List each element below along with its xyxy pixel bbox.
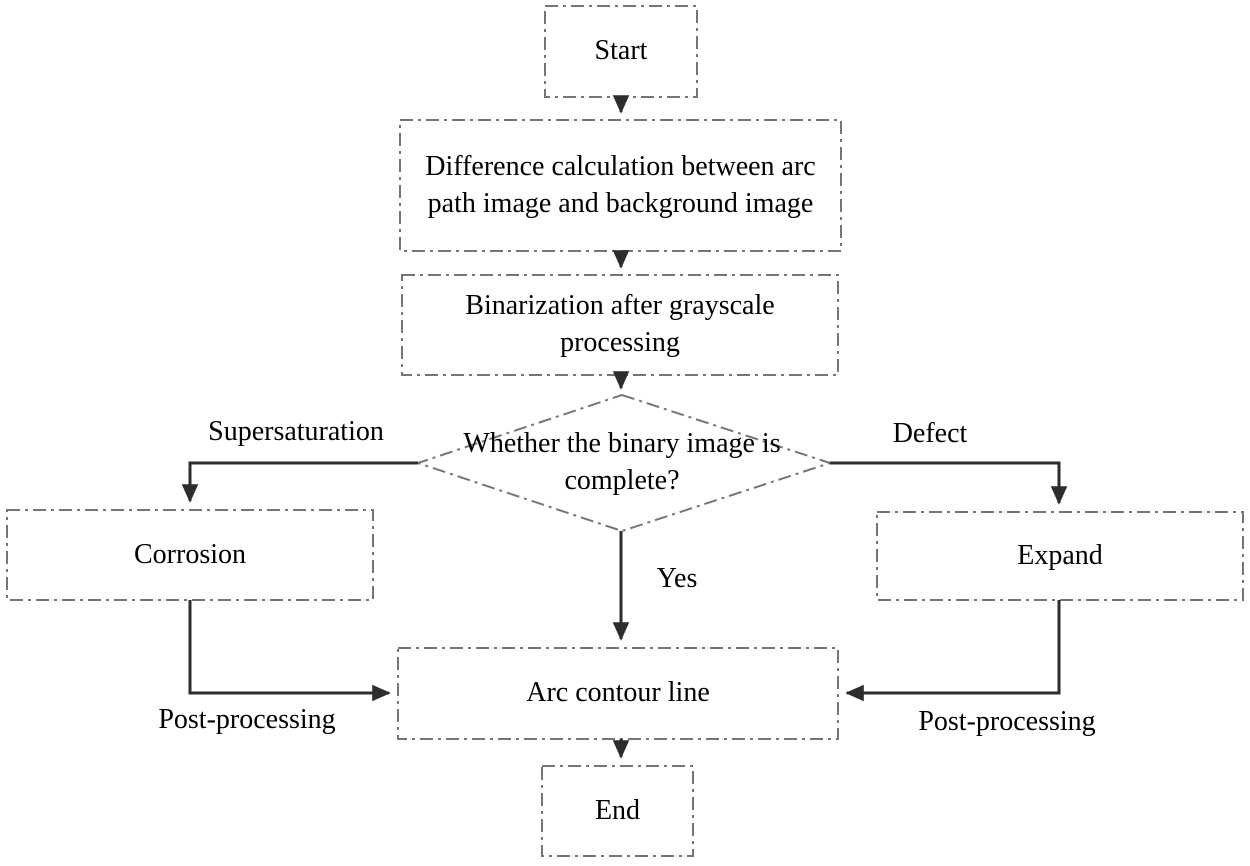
start-node: Start [594,35,648,67]
arrow-corrosion-to-arc-contour [188,600,391,702]
arc-contour-node-outline [397,647,839,740]
edge-label-supersaturation: Supersaturation [208,416,384,447]
end-node-outline [541,765,694,857]
edge-label-yes: Yes [656,563,698,594]
arc-contour-node: Arc contour line [526,677,710,709]
arrow-expand-to-arc-contour [845,600,1061,702]
edge-label-defect: Defect [892,418,968,449]
edge-label-post-processing-left: Post-processing [158,704,336,735]
arrow-decision-to-corrosion [181,461,418,503]
end-node: End [594,794,641,826]
binarization-node: Binarization after grayscale processing [465,290,775,358]
decision-diamond: Whether the binary image is complete? [463,428,781,496]
expand-node: Expand [1017,539,1103,571]
corrosion-node: Corrosion [134,538,246,570]
corrosion-node-outline [6,509,374,601]
difference-node: Difference calculation between arc path … [425,150,816,219]
edge-label-post-processing-right: Post-processing [918,706,1096,737]
arrow-decision-to-expand [830,461,1068,505]
